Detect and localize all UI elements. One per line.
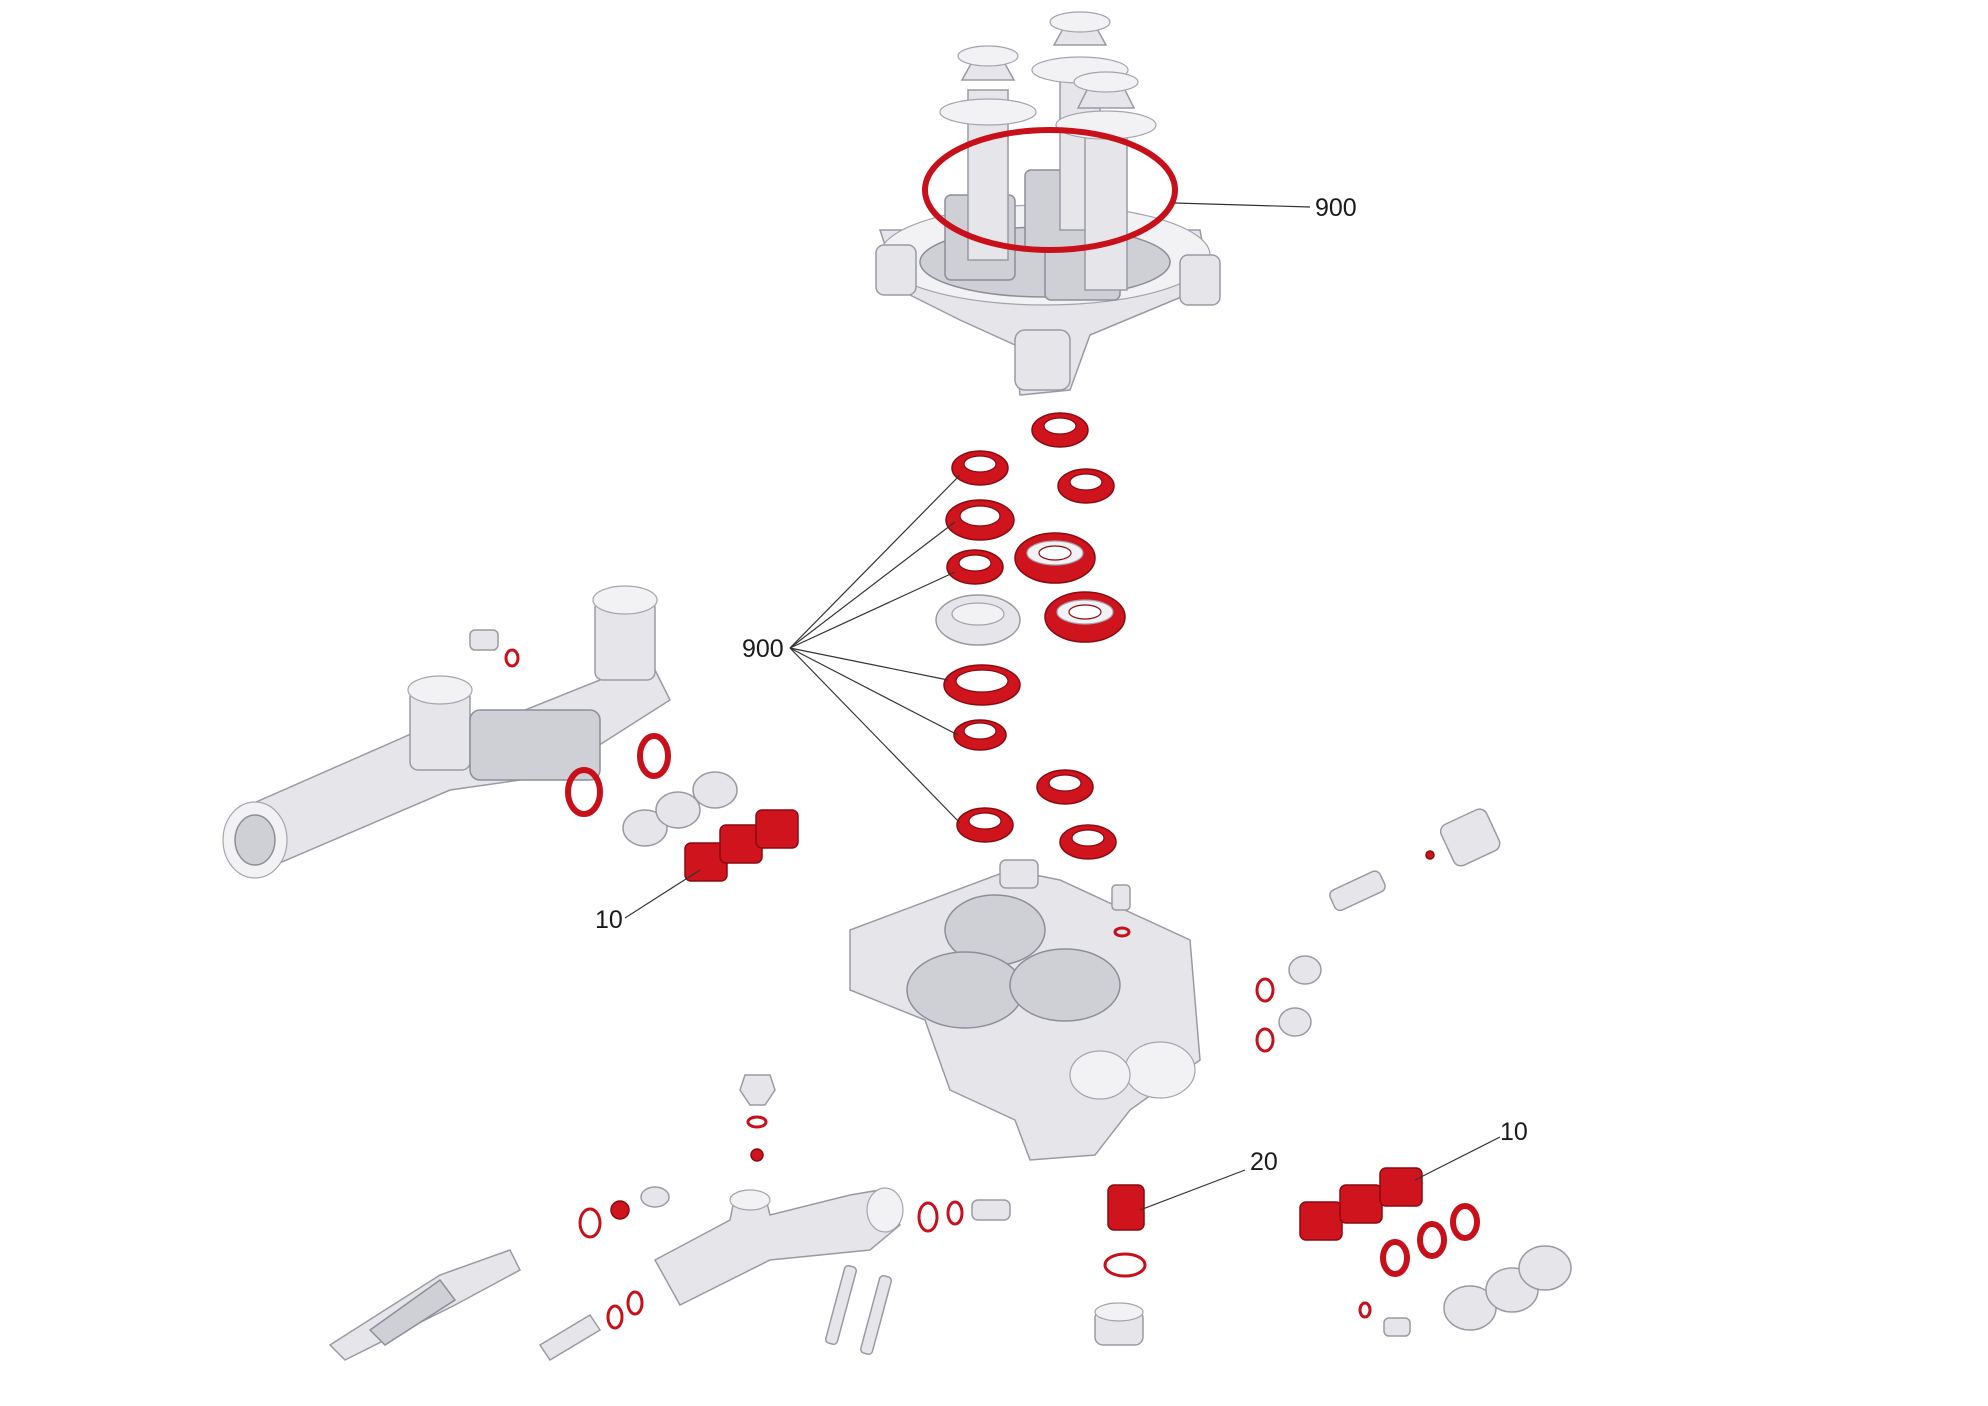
piston-assembly: 900 xyxy=(875,11,1357,396)
seal-ring xyxy=(1036,769,1094,805)
seal-ring xyxy=(1031,412,1089,448)
seal-stack: 900 xyxy=(742,412,1126,860)
large-o-ring xyxy=(922,127,1178,253)
seal-ring xyxy=(946,549,1004,585)
piston-left xyxy=(939,45,1037,261)
pump-head xyxy=(849,859,1201,1161)
callout-top-ring: 900 xyxy=(1315,194,1357,222)
outlet-valves: 10 xyxy=(1299,1118,1572,1337)
callout-seal-group: 900 xyxy=(742,635,784,663)
inlet-manifold: 10 xyxy=(222,585,799,934)
callout-valve-right: 10 xyxy=(1500,1118,1528,1146)
seal-ring xyxy=(953,719,1007,751)
support-ring xyxy=(935,594,1021,646)
callout-valve-center: 20 xyxy=(1250,1148,1278,1176)
seal-ring xyxy=(1044,591,1126,643)
seal-ring xyxy=(1059,824,1117,860)
seal-ring xyxy=(956,807,1014,843)
check-valve-center: 20 xyxy=(1094,1148,1278,1346)
seal-ring xyxy=(943,664,1021,706)
seal-ring xyxy=(945,499,1015,541)
seal-leaders xyxy=(789,474,961,824)
seal-ring xyxy=(951,450,1009,486)
pressure-valve-parts xyxy=(1255,808,1501,1053)
seal-ring xyxy=(1014,532,1096,584)
bypass-assembly xyxy=(328,1074,1011,1362)
callout-valve-left: 10 xyxy=(595,906,623,934)
seal-ring xyxy=(1057,468,1115,504)
check-valve-left xyxy=(684,809,799,882)
